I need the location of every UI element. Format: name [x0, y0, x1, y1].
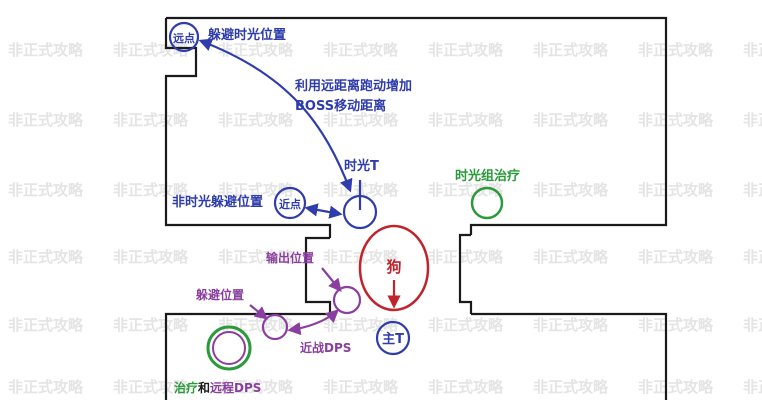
dog-ellipse — [358, 224, 430, 312]
dog-label: 狗 — [386, 258, 401, 276]
watermark-text: 非正式攻略 — [8, 181, 84, 199]
dodge-position-arrow — [249, 304, 269, 320]
watermark-grid: 非正式攻略非正式攻略非正式攻略非正式攻略非正式攻略非正式攻略非正式攻略非正式攻略… — [8, 41, 762, 396]
melee-dps-label: 近战DPS — [300, 340, 351, 355]
corridor-wall-left — [304, 236, 332, 314]
watermark-text: 非正式攻略 — [533, 111, 609, 129]
main-tank-label: 主T — [382, 331, 404, 347]
watermark-text: 非正式攻略 — [428, 111, 504, 129]
watermark-text: 非正式攻略 — [8, 41, 84, 59]
watermark-text: 非正式攻略 — [8, 316, 84, 334]
watermark-text: 非正式攻略 — [113, 316, 189, 334]
near-point-label: 近点 — [279, 197, 301, 211]
watermark-text: 非正式攻略 — [638, 111, 714, 129]
upper-room-wall-left — [164, 18, 332, 238]
time-healer-circle — [470, 186, 504, 220]
watermark-text: 非正式攻略 — [8, 378, 84, 396]
healer-ranged-label: 治疗和远程DPS — [174, 380, 261, 395]
corridor-wall-right — [458, 233, 473, 314]
healer-label-part: 治疗 — [174, 380, 198, 395]
output-position-label: 输出位置 — [266, 250, 314, 265]
watermark-text: 非正式攻略 — [638, 181, 714, 199]
watermark-text: 非正式攻略 — [533, 181, 609, 199]
watermark-text: 非正式攻略 — [743, 378, 762, 396]
watermark-text: 非正式攻略 — [743, 111, 762, 129]
watermark-text: 非正式攻略 — [113, 41, 189, 59]
watermark-text: 非正式攻略 — [533, 41, 609, 59]
watermark-text: 非正式攻略 — [428, 41, 504, 59]
watermark-text: 非正式攻略 — [638, 41, 714, 59]
lower-room-wall-right — [471, 312, 668, 400]
near-point-circle — [273, 186, 307, 220]
watermark-text: 非正式攻略 — [218, 41, 294, 59]
far-point-label: 远点 — [173, 31, 195, 45]
watermark-text: 非正式攻略 — [533, 248, 609, 266]
near-point-arrow — [304, 203, 343, 219]
output-position-circle — [332, 285, 362, 315]
watermark-text: 非正式攻略 — [743, 316, 762, 334]
melee-dps-arrow — [287, 309, 339, 336]
time-healer-label: 时光组治疗 — [455, 168, 520, 184]
dodge-time-position-label: 躲避时光位置 — [208, 27, 286, 43]
watermark-text: 非正式攻略 — [743, 181, 762, 199]
and-label-part: 和 — [197, 380, 210, 395]
watermark-text: 非正式攻略 — [533, 378, 609, 396]
watermark-text: 非正式攻略 — [113, 378, 189, 396]
watermark-text: 非正式攻略 — [743, 248, 762, 266]
far-run-arrow — [198, 38, 353, 193]
far-point-circle — [168, 21, 200, 53]
time-tank-label: 时光T — [344, 158, 379, 174]
output-position-arrow — [321, 267, 342, 293]
near-point-marker: 近点 — [273, 186, 307, 220]
watermark-text: 非正式攻略 — [218, 248, 294, 266]
non-time-dodge-label: 非时光躲避位置 — [172, 194, 263, 210]
watermark-text: 非正式攻略 — [428, 248, 504, 266]
watermark-text: 非正式攻略 — [218, 111, 294, 129]
watermark-text: 非正式攻略 — [323, 41, 399, 59]
watermark-text: 非正式攻略 — [113, 248, 189, 266]
healer-ranged-circle-inner — [212, 331, 246, 365]
far-point-marker: 远点 — [168, 21, 200, 53]
watermark-text: 非正式攻略 — [638, 316, 714, 334]
main-tank-circle — [375, 320, 411, 356]
watermark-text: 非正式攻略 — [533, 316, 609, 334]
far-distance-note-line2: BOSS移动距离 — [295, 98, 386, 114]
watermark-text: 非正式攻略 — [428, 181, 504, 199]
watermark-text: 非正式攻略 — [638, 378, 714, 396]
watermark-text: 非正式攻略 — [113, 111, 189, 129]
watermark-text: 非正式攻略 — [323, 378, 399, 396]
ranged-label-part: 远程DPS — [210, 380, 261, 395]
dodge-position-label: 躲避位置 — [196, 287, 244, 302]
upper-room-wall — [166, 16, 668, 235]
dodge-position-circle — [261, 313, 289, 341]
far-distance-note-line1: 利用远距离跑动增加 — [295, 78, 412, 94]
watermark-text: 非正式攻略 — [428, 378, 504, 396]
healer-ranged-circle-outer — [206, 325, 252, 371]
watermark-text: 非正式攻略 — [428, 316, 504, 334]
watermark-text: 非正式攻略 — [8, 248, 84, 266]
watermark-text: 非正式攻略 — [113, 181, 189, 199]
watermark-text: 非正式攻略 — [218, 378, 294, 396]
watermark-text: 非正式攻略 — [743, 41, 762, 59]
watermark-text: 非正式攻略 — [638, 248, 714, 266]
watermark-text: 非正式攻略 — [8, 111, 84, 129]
time-tank-circle — [342, 194, 378, 230]
